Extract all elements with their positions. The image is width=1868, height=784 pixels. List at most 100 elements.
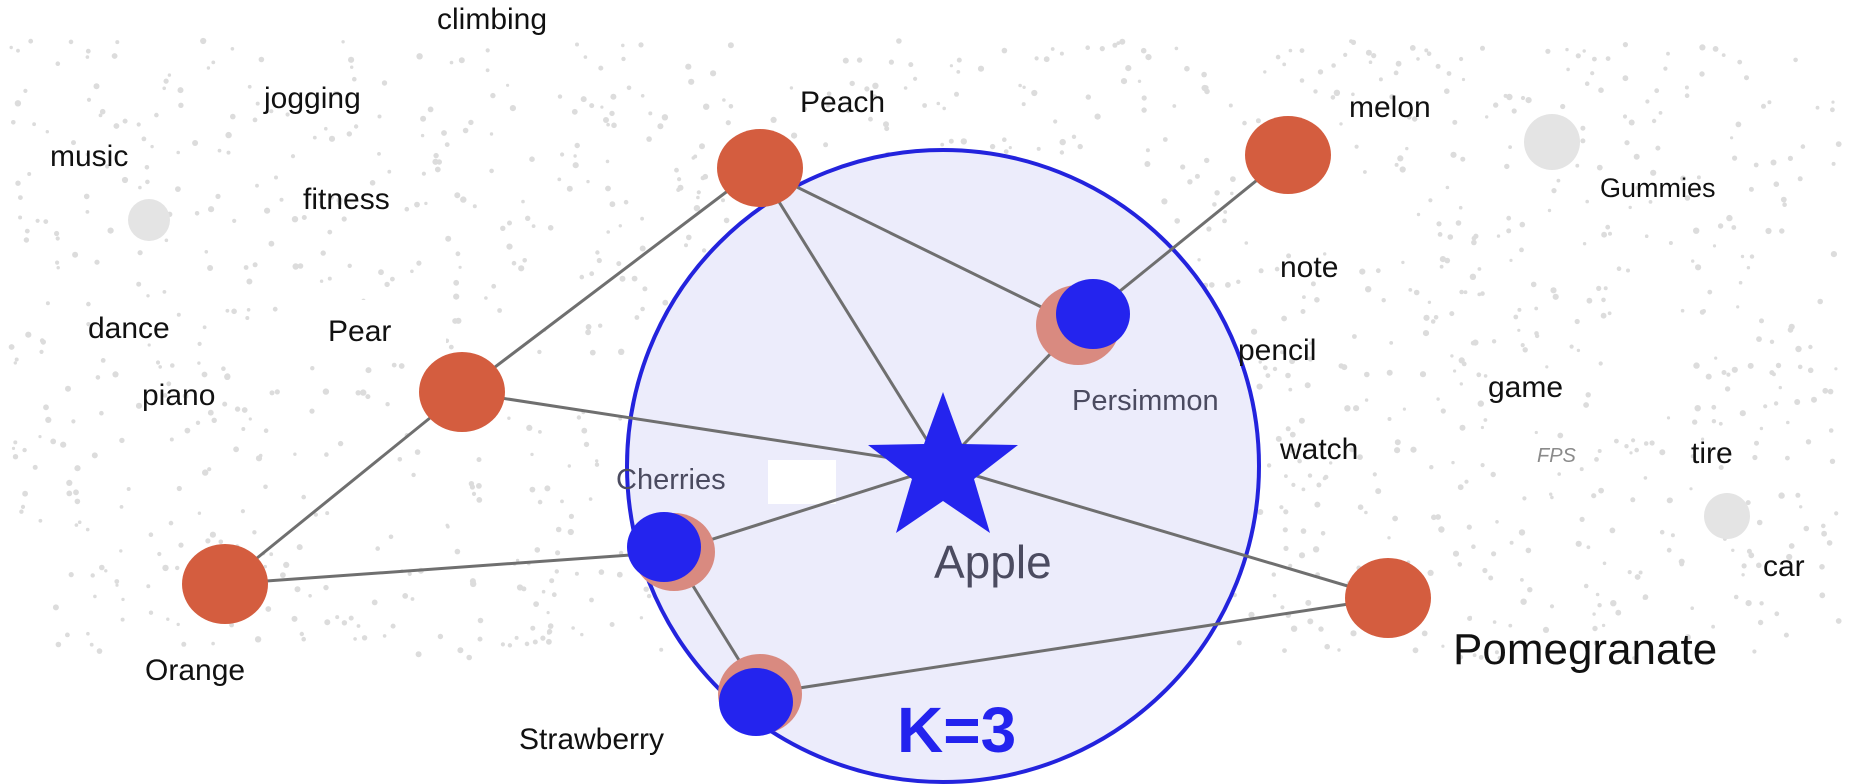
background-dot <box>119 549 123 553</box>
background-dot <box>1453 369 1457 373</box>
background-dot <box>616 261 622 267</box>
background-dot <box>507 643 513 648</box>
background-dot <box>1752 649 1757 654</box>
background-dot <box>596 257 602 264</box>
background-dot <box>1394 439 1401 446</box>
background-dot <box>1550 287 1557 294</box>
background-dot <box>18 195 23 201</box>
background-dot <box>1645 99 1650 104</box>
background-dot <box>1608 231 1612 236</box>
background-dot <box>420 133 425 138</box>
background-dot <box>605 159 610 164</box>
background-dot <box>1787 155 1793 161</box>
background-dot <box>1480 425 1484 430</box>
background-dot <box>1477 267 1482 271</box>
query-label: Apple <box>934 536 1052 588</box>
background-dot <box>312 135 317 140</box>
background-dot <box>378 269 384 276</box>
background-dot <box>274 389 280 395</box>
background-dot <box>949 64 954 68</box>
background-dot <box>1699 71 1705 77</box>
background-dot <box>1323 474 1329 480</box>
background-dot <box>1405 146 1409 151</box>
background-dot <box>365 394 371 400</box>
background-dot <box>1050 47 1055 51</box>
background-dot <box>1452 550 1460 557</box>
background-dot <box>1284 474 1288 478</box>
edge-pear-apple <box>461 390 944 468</box>
background-dot <box>1248 611 1255 618</box>
background-dot <box>1598 87 1604 93</box>
background-dot <box>1262 365 1268 371</box>
background-dot <box>1594 457 1599 462</box>
background-dot <box>1624 444 1629 449</box>
background-dot <box>421 171 426 176</box>
background-dot <box>182 393 189 399</box>
fruit-node-pomegranate <box>1345 558 1431 638</box>
background-dot <box>1392 515 1398 522</box>
background-dot <box>231 308 237 315</box>
background-dot <box>631 275 638 282</box>
background-dot <box>45 301 50 306</box>
background-dot <box>546 630 551 635</box>
background-dot <box>1483 374 1488 378</box>
background-dot <box>1449 311 1455 317</box>
background-dot <box>246 278 253 285</box>
background-dot <box>557 177 562 182</box>
background-dot <box>297 263 304 269</box>
background-dot <box>454 192 461 199</box>
background-dot <box>1530 281 1537 288</box>
background-dot <box>1773 181 1780 187</box>
background-dot <box>1459 289 1464 295</box>
background-dot <box>1739 410 1746 417</box>
background-dot <box>206 66 211 70</box>
background-dot <box>1731 225 1737 230</box>
background-dot <box>45 416 52 423</box>
background-dot <box>327 229 333 235</box>
word-game: game <box>1488 371 1563 404</box>
label-strawberry: Strawberry <box>519 723 664 756</box>
background-dot <box>111 53 118 59</box>
background-dot <box>1788 323 1795 330</box>
background-dot <box>1043 56 1050 63</box>
background-dot <box>1059 51 1064 56</box>
background-dot <box>74 523 79 527</box>
background-dot <box>1601 623 1606 628</box>
background-dot <box>1492 620 1497 624</box>
background-dot <box>826 103 830 108</box>
label-melon: melon <box>1349 91 1431 124</box>
background-dot <box>1313 89 1318 94</box>
background-dot <box>1255 118 1261 124</box>
background-dot <box>263 564 267 569</box>
background-dot <box>449 60 454 65</box>
background-dot <box>1197 258 1201 262</box>
background-dot <box>1372 472 1377 477</box>
background-dot <box>1289 431 1296 438</box>
background-dot <box>162 393 168 398</box>
background-dot <box>1616 266 1622 272</box>
background-dot <box>1021 102 1026 107</box>
background-dot <box>1506 93 1513 101</box>
background-dot <box>1731 548 1735 552</box>
background-dot <box>14 100 22 107</box>
background-dot <box>296 544 303 551</box>
background-dot <box>1194 173 1200 179</box>
background-dot <box>1458 654 1464 660</box>
background-dot <box>115 583 119 587</box>
background-dot <box>1655 145 1661 151</box>
background-dot <box>1826 540 1833 546</box>
word-tire: tire <box>1691 437 1733 470</box>
background-dot <box>1754 440 1759 446</box>
background-dot <box>1323 252 1327 256</box>
background-dot <box>1517 328 1521 332</box>
word-jogging: jogging <box>263 82 361 115</box>
background-dot <box>258 453 263 458</box>
labels: climbing jogging music fitness dance pia… <box>50 3 1805 766</box>
background-dot <box>1357 504 1364 511</box>
background-dot <box>639 245 646 252</box>
background-dot <box>1831 161 1836 166</box>
background-dot <box>319 200 323 204</box>
background-dot <box>1412 116 1418 122</box>
star-icon <box>868 392 1018 533</box>
background-dot <box>1756 562 1762 569</box>
